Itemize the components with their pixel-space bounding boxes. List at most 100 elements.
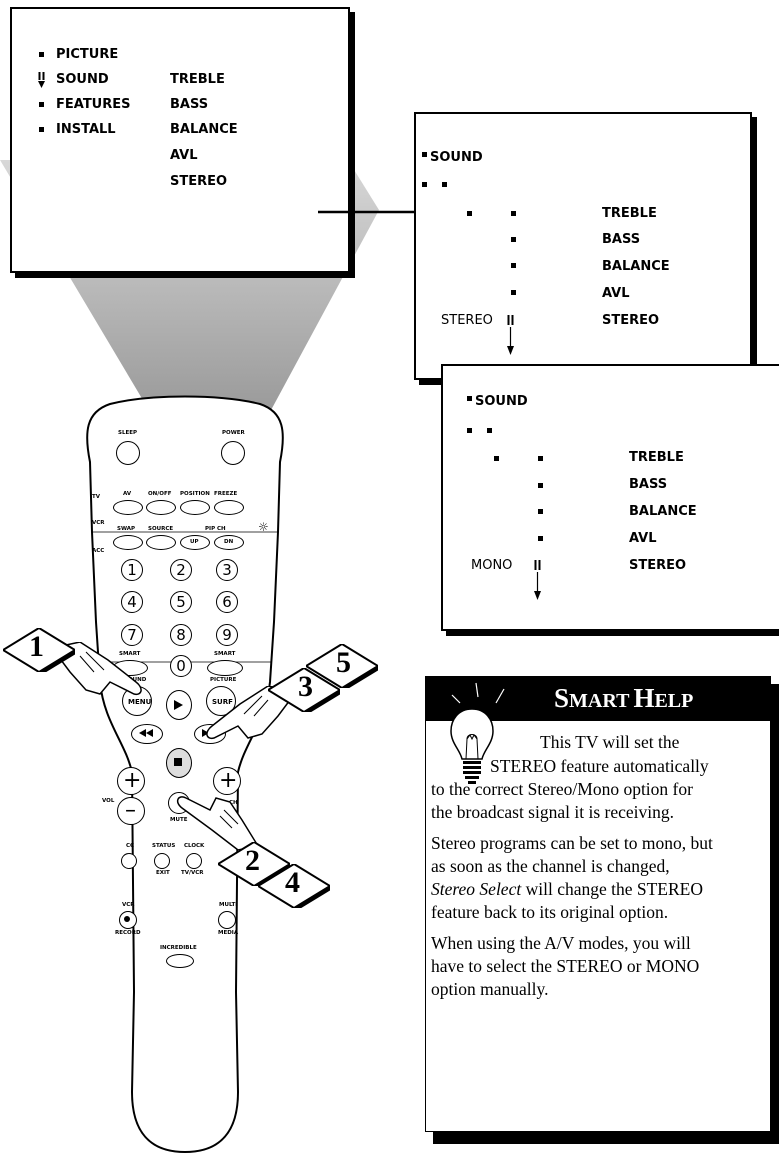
digit-9-button[interactable]: 9 xyxy=(216,624,238,646)
digit-8-button[interactable]: 8 xyxy=(170,624,192,646)
sub-item-treble[interactable]: TREBLE xyxy=(170,72,225,87)
help-title: SMART HELP xyxy=(554,683,694,713)
digit-0-button[interactable]: 0 xyxy=(170,655,192,677)
sun-icon: ☼ xyxy=(258,520,269,534)
menu-item-picture[interactable]: PICTURE xyxy=(56,47,119,62)
sleep-button[interactable] xyxy=(116,441,140,465)
status-button[interactable] xyxy=(154,853,170,869)
lightbulb-icon xyxy=(450,708,494,784)
av-button[interactable] xyxy=(113,500,143,515)
vol-up-button[interactable] xyxy=(117,767,145,795)
bullet-icon xyxy=(538,509,543,514)
record-dot-icon xyxy=(124,916,130,922)
item-balance[interactable]: BALANCE xyxy=(629,504,697,519)
sound-label: SOUND xyxy=(124,677,147,683)
menu-item-sound[interactable]: SOUND xyxy=(56,72,109,87)
smart-sound-label: SMART xyxy=(119,651,141,657)
play-button[interactable] xyxy=(166,690,192,720)
cc-button[interactable] xyxy=(121,853,137,869)
digit-4-button[interactable]: 4 xyxy=(121,591,143,613)
vol-down-button[interactable] xyxy=(117,797,145,825)
sub-item-avl[interactable]: AVL xyxy=(170,148,198,163)
multi-media-button[interactable] xyxy=(218,911,236,929)
item-stereo[interactable]: STEREO xyxy=(629,558,687,573)
multi-label: MULTI xyxy=(219,902,238,908)
on-off-label: ON/OFF xyxy=(148,491,172,497)
item-treble[interactable]: TREBLE xyxy=(602,206,657,221)
sub-item-balance[interactable]: BALANCE xyxy=(170,122,238,137)
surf-label: SURF xyxy=(212,698,233,706)
step-1-badge xyxy=(3,628,75,672)
incredible-button[interactable] xyxy=(166,954,194,968)
bullet-icon xyxy=(538,536,543,541)
ch-up-button[interactable] xyxy=(213,767,241,795)
menu-label: MENU xyxy=(128,698,152,706)
freeze-button[interactable] xyxy=(214,500,244,515)
help-p2-line4: feature back to its original option. xyxy=(431,902,669,922)
item-avl[interactable]: AVL xyxy=(602,286,630,301)
item-balance[interactable]: BALANCE xyxy=(602,259,670,274)
bullet-icon xyxy=(511,237,516,242)
record-label: RECORD xyxy=(115,930,141,936)
bullet-icon xyxy=(538,456,543,461)
item-stereo[interactable]: STEREO xyxy=(602,313,660,328)
sound-title: SOUND xyxy=(430,150,483,165)
menu-item-install[interactable]: INSTALL xyxy=(56,122,116,137)
stereo-select-term: Stereo Select xyxy=(431,879,522,899)
bullet-icon xyxy=(39,52,44,57)
help-p1-line3: to the correct Stereo/Mono option for xyxy=(431,779,693,799)
source-label: SOURCE xyxy=(148,526,174,532)
power-button[interactable] xyxy=(221,441,245,465)
media-label: MEDIA xyxy=(218,930,239,936)
clock-button[interactable] xyxy=(186,853,202,869)
sound-title: SOUND xyxy=(475,394,528,409)
pointing-hand-icon xyxy=(206,686,298,740)
step-2-number: 2 xyxy=(245,844,260,877)
pip-ch-label: PIP CH xyxy=(205,526,226,532)
item-bass[interactable]: BASS xyxy=(602,232,641,247)
bullet-icon xyxy=(467,396,472,401)
digit-2-button[interactable]: 2 xyxy=(170,559,192,581)
vcr-label: VCR xyxy=(92,520,105,526)
smart-picture-button[interactable] xyxy=(207,660,243,676)
freeze-label: FREEZE xyxy=(214,491,238,497)
on-off-button[interactable] xyxy=(146,500,176,515)
bullet-icon xyxy=(538,483,543,488)
exit-label: EXIT xyxy=(156,870,170,876)
menu-item-features[interactable]: FEATURES xyxy=(56,97,131,112)
minus-icon: – xyxy=(125,798,136,823)
swap-button[interactable] xyxy=(113,535,143,550)
help-p3-line1: When using the A/V modes, you will xyxy=(431,933,691,953)
pip-up-button[interactable] xyxy=(180,535,210,550)
digit-7-button[interactable]: 7 xyxy=(121,624,143,646)
position-label: POSITION xyxy=(180,491,210,497)
bullet-icon xyxy=(467,211,472,216)
help-p1-line1: This TV will set the xyxy=(540,732,680,752)
swap-label: SWAP xyxy=(117,526,136,532)
digit-5-button[interactable]: 5 xyxy=(170,591,192,613)
digit-6-button[interactable]: 6 xyxy=(216,591,238,613)
help-p2-line1: Stereo programs can be set to mono, but xyxy=(431,833,713,853)
item-treble[interactable]: TREBLE xyxy=(629,450,684,465)
tv-vcr-label: TV/VCR xyxy=(181,870,204,876)
pointing-hand-icon xyxy=(50,642,142,696)
pip-dn-button[interactable] xyxy=(214,535,244,550)
item-avl[interactable]: AVL xyxy=(629,531,657,546)
step-3-badge xyxy=(268,668,340,712)
light-rays-icon xyxy=(451,682,505,704)
sub-item-bass[interactable]: BASS xyxy=(170,97,209,112)
digit-1-button[interactable]: 1 xyxy=(121,559,143,581)
digit-3-button[interactable]: 3 xyxy=(216,559,238,581)
position-button[interactable] xyxy=(180,500,210,515)
smart-help-box: SMART HELP This TV will set the STEREO f… xyxy=(425,676,779,1144)
sub-item-stereo[interactable]: STEREO xyxy=(170,174,228,189)
bullet-icon xyxy=(511,263,516,268)
rewind-button[interactable] xyxy=(131,724,163,744)
help-p3-line2: have to select the STEREO or MONO xyxy=(431,956,700,976)
stop-button[interactable] xyxy=(166,748,192,778)
item-bass[interactable]: BASS xyxy=(629,477,668,492)
source-button[interactable] xyxy=(146,535,176,550)
up-label: UP xyxy=(190,539,199,545)
bullet-icon xyxy=(442,182,447,187)
